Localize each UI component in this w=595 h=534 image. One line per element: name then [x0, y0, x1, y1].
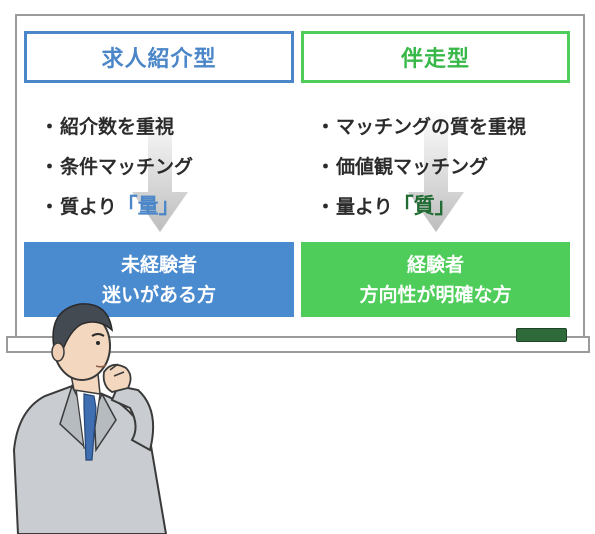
header-accompany-type: 伴走型: [301, 31, 570, 83]
result-line: 未経験者: [120, 253, 197, 276]
right-bullet-list: ・ マッチングの質を重視 ・ 価値観マッチング ・ 量より 「質」: [316, 105, 526, 225]
result-line: 方向性が明確な方: [359, 283, 512, 306]
emphasis-quantity: 「量」: [116, 194, 180, 218]
bullet-dot: ・: [316, 155, 336, 178]
list-item: ・ 質より 「量」: [40, 185, 193, 225]
down-arrow-right: [408, 110, 464, 232]
list-item: ・ 量より 「質」: [316, 185, 526, 225]
down-arrow-left: [132, 110, 188, 232]
bullet-dot: ・: [40, 155, 60, 178]
bullet-dot: ・: [40, 115, 60, 138]
bullet-dot: ・: [40, 195, 60, 218]
list-item: ・ マッチングの質を重視: [316, 105, 526, 145]
bullet-text: マッチングの質を重視: [336, 115, 527, 138]
bullet-dot: ・: [316, 195, 336, 218]
result-line: 経験者: [406, 253, 464, 276]
result-box-left: 未経験者 迷いがある方: [24, 242, 294, 317]
bullet-text: 量より: [336, 195, 393, 218]
bullet-dot: ・: [316, 115, 336, 138]
thinking-businessman-illustration: [12, 303, 168, 534]
bullet-text: 紹介数を重視: [60, 115, 175, 138]
bullet-text: 条件マッチング: [60, 155, 194, 178]
list-item: ・ 価値観マッチング: [316, 145, 526, 185]
list-item: ・ 紹介数を重視: [40, 105, 193, 145]
board-eraser: [516, 328, 567, 342]
left-bullet-list: ・ 紹介数を重視 ・ 条件マッチング ・ 質より 「量」: [40, 105, 193, 225]
bullet-text: 価値観マッチング: [336, 155, 489, 178]
list-item: ・ 条件マッチング: [40, 145, 193, 185]
result-box-right: 経験者 方向性が明確な方: [301, 242, 570, 317]
header-job-referral-type: 求人紹介型: [24, 31, 294, 83]
whiteboard-ledge: [6, 336, 590, 353]
result-line: 迷いがある方: [101, 283, 216, 306]
bullet-text: 質より: [60, 195, 117, 218]
emphasis-quality: 「質」: [392, 194, 456, 218]
